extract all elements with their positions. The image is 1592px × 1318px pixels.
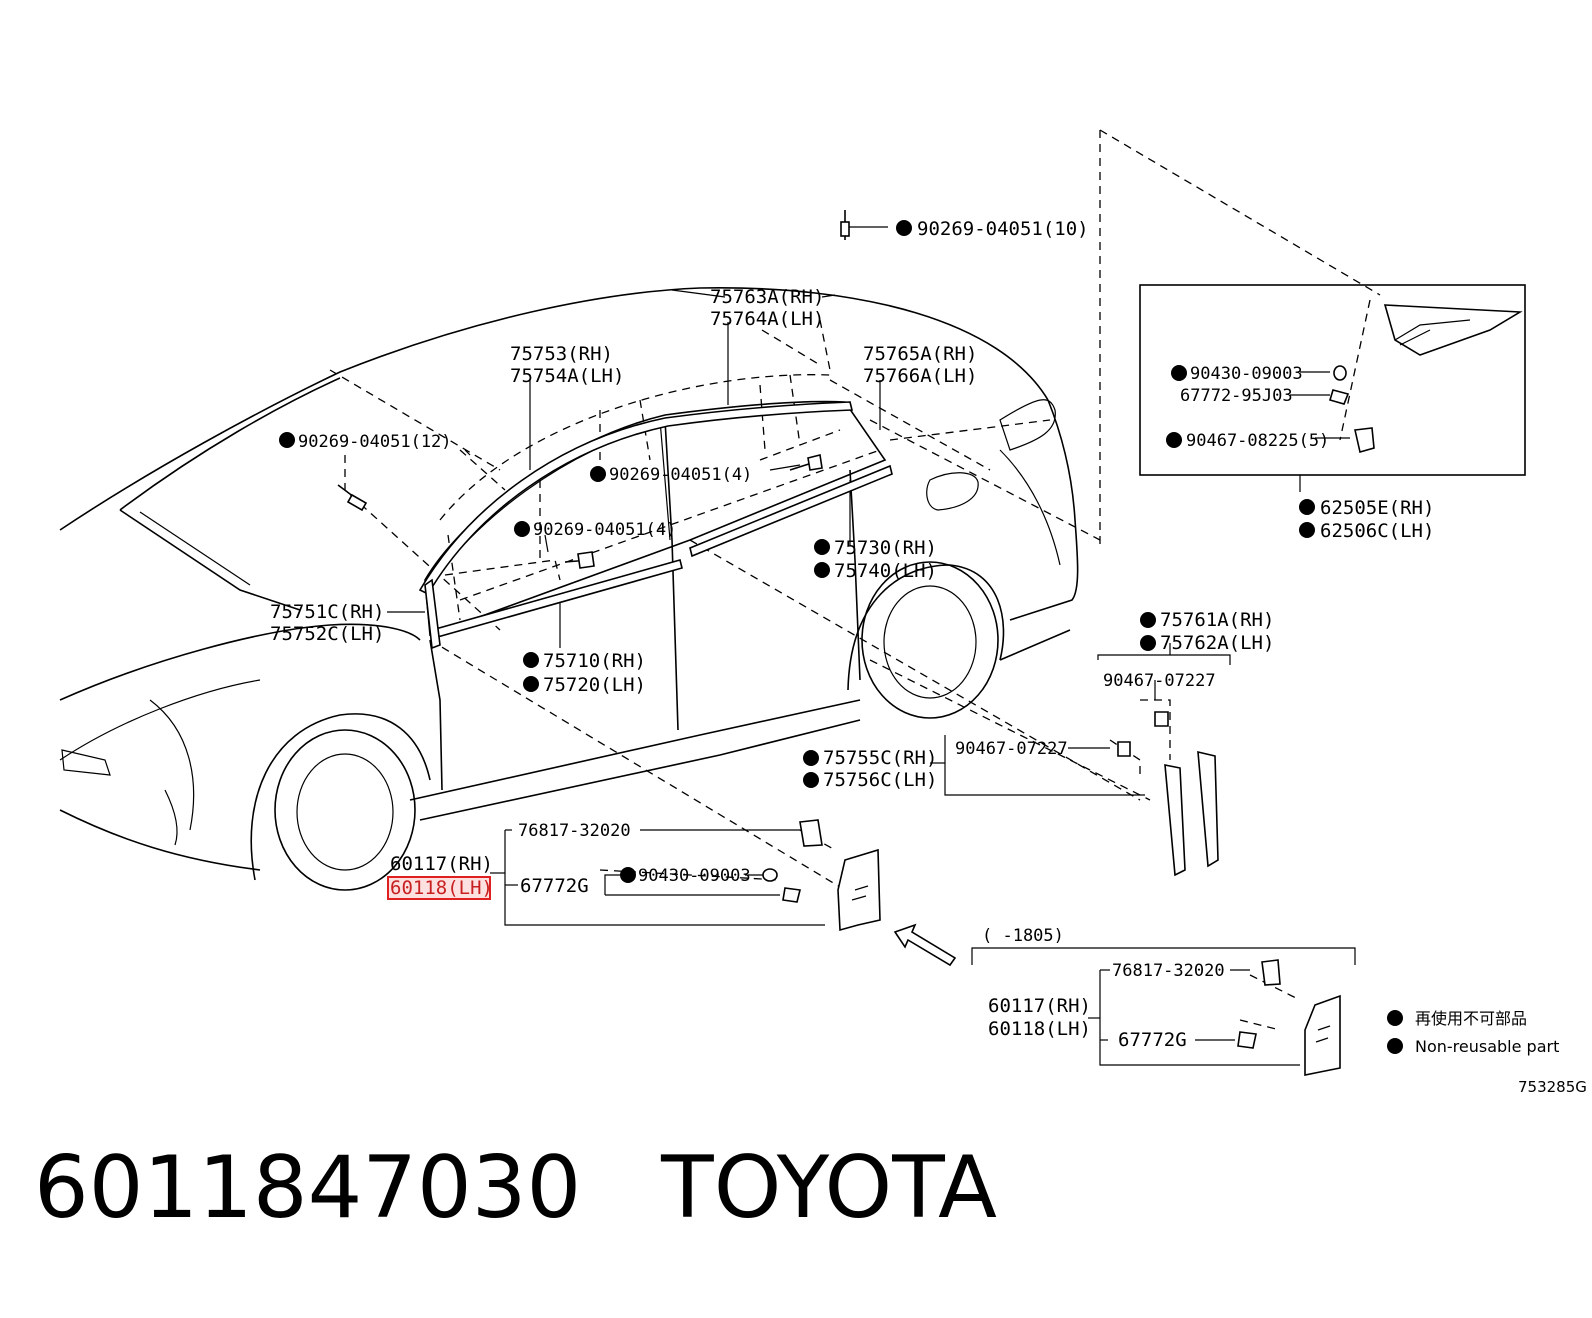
pillar-molding — [424, 578, 441, 650]
label-belt-rear-lh: 75740(LH) — [834, 560, 937, 582]
label-belt-front-rh: 75710(RH) — [543, 650, 646, 672]
legend-dot-jp — [1387, 1010, 1403, 1026]
label-clip-a: 90467-07227 — [1103, 671, 1216, 691]
main-clip-icon — [799, 819, 823, 847]
label-main-clip: 76817-32020 — [518, 821, 631, 841]
sill-clip-a-icon — [1154, 711, 1169, 727]
callout-labels: 90269-04051(10) 75763A(RH) 75764A(LH) 75… — [270, 218, 1434, 1051]
callout-lines — [387, 226, 1526, 1066]
caption: 6011847030 TOYOTA — [34, 1138, 997, 1238]
legend-en: Non-reusable part — [1415, 1037, 1559, 1056]
label-front-lh: 75754A(LH) — [510, 365, 624, 387]
clip-4a-icon — [789, 454, 823, 471]
rear-belt-molding — [689, 464, 893, 558]
label-alt-range: ( -1805) — [982, 926, 1064, 946]
main-mudguard-icon — [837, 848, 881, 932]
label-pillar-lh: 75752C(LH) — [270, 623, 384, 645]
label-rear-rh: 75765A(RH) — [863, 343, 977, 365]
brand-name: TOYOTA — [661, 1138, 997, 1238]
label-sill-lh: 75756C(LH) — [823, 769, 937, 791]
inset-grommet-icon — [1333, 365, 1347, 381]
diagram-code: 753285G — [1518, 1078, 1587, 1096]
top-clip-icon — [840, 210, 850, 240]
front-belt-molding — [431, 559, 683, 639]
label-alt-lh: 60118(LH) — [988, 1018, 1091, 1040]
label-front-rh: 75753(RH) — [510, 343, 613, 365]
label-roof-rh: 75763A(RH) — [710, 286, 824, 308]
parts — [337, 210, 1523, 1076]
label-belt-rear-rh: 75730(RH) — [834, 537, 937, 559]
label-main-lh: 60118(LH) — [390, 877, 493, 899]
label-clip-top: 90269-04051(10) — [917, 218, 1089, 240]
direction-arrow-icon — [893, 923, 957, 967]
main-retainer-icon — [782, 887, 801, 903]
label-alt-rh: 60117(RH) — [988, 995, 1091, 1017]
clip-12-icon — [337, 484, 368, 512]
label-inset-clip: 67772-95J03 — [1180, 386, 1293, 406]
sill-clip-b-icon — [1117, 741, 1131, 757]
label-main-grommet: 90430-09003 — [638, 866, 751, 886]
legend: 再使用不可部品 Non-reusable part 753285G — [1387, 1009, 1587, 1096]
inset-clip-icon — [1329, 389, 1350, 405]
legend-dot-en — [1387, 1038, 1403, 1054]
rocker-strip-left — [1164, 764, 1186, 877]
main-grommet-icon — [762, 868, 778, 882]
dashed-leader-lines — [329, 129, 1381, 1031]
label-clip-4b: 90269-04051(4) — [533, 520, 676, 540]
label-main-rh: 60117(RH) — [390, 853, 493, 875]
label-clip-b: 90467-07227 — [955, 739, 1068, 759]
spoiler-icon — [1383, 304, 1523, 356]
legend-jp: 再使用不可部品 — [1415, 1009, 1527, 1028]
label-inset-clip5: 90467-08225(5) — [1186, 431, 1329, 451]
label-rear-lh: 75766A(LH) — [863, 365, 977, 387]
label-spoiler-lh: 62506C(LH) — [1320, 520, 1434, 542]
non-reusable-dots — [279, 220, 1315, 883]
rocker-strip-right — [1197, 750, 1219, 868]
inset-clip5-icon — [1354, 427, 1375, 454]
highlight-main-lh — [387, 876, 491, 900]
label-clip-12: 90269-04051(12) — [298, 432, 452, 452]
label-main-retainer: 67772G — [520, 875, 589, 897]
label-alt-retainer: 67772G — [1118, 1029, 1187, 1051]
roof-molding — [418, 401, 854, 596]
label-belt-front-lh: 75720(LH) — [543, 674, 646, 696]
part-number: 6011847030 — [34, 1138, 582, 1238]
label-rocker-rh: 75761A(RH) — [1160, 609, 1274, 631]
label-pillar-rh: 75751C(RH) — [270, 601, 384, 623]
label-clip-4a: 90269-04051(4) — [609, 465, 752, 485]
label-roof-lh: 75764A(LH) — [710, 308, 824, 330]
label-inset-grommet: 90430-09003 — [1190, 364, 1303, 384]
alt-clip-icon — [1261, 959, 1281, 986]
label-alt-clip: 76817-32020 — [1112, 961, 1225, 981]
label-spoiler-rh: 62505E(RH) — [1320, 497, 1434, 519]
alt-retainer-icon — [1237, 1031, 1257, 1049]
alt-mudguard-icon — [1304, 994, 1341, 1076]
clip-4b-icon — [564, 551, 595, 569]
label-rocker-lh: 75762A(LH) — [1160, 632, 1274, 654]
label-sill-rh: 75755C(RH) — [823, 747, 937, 769]
